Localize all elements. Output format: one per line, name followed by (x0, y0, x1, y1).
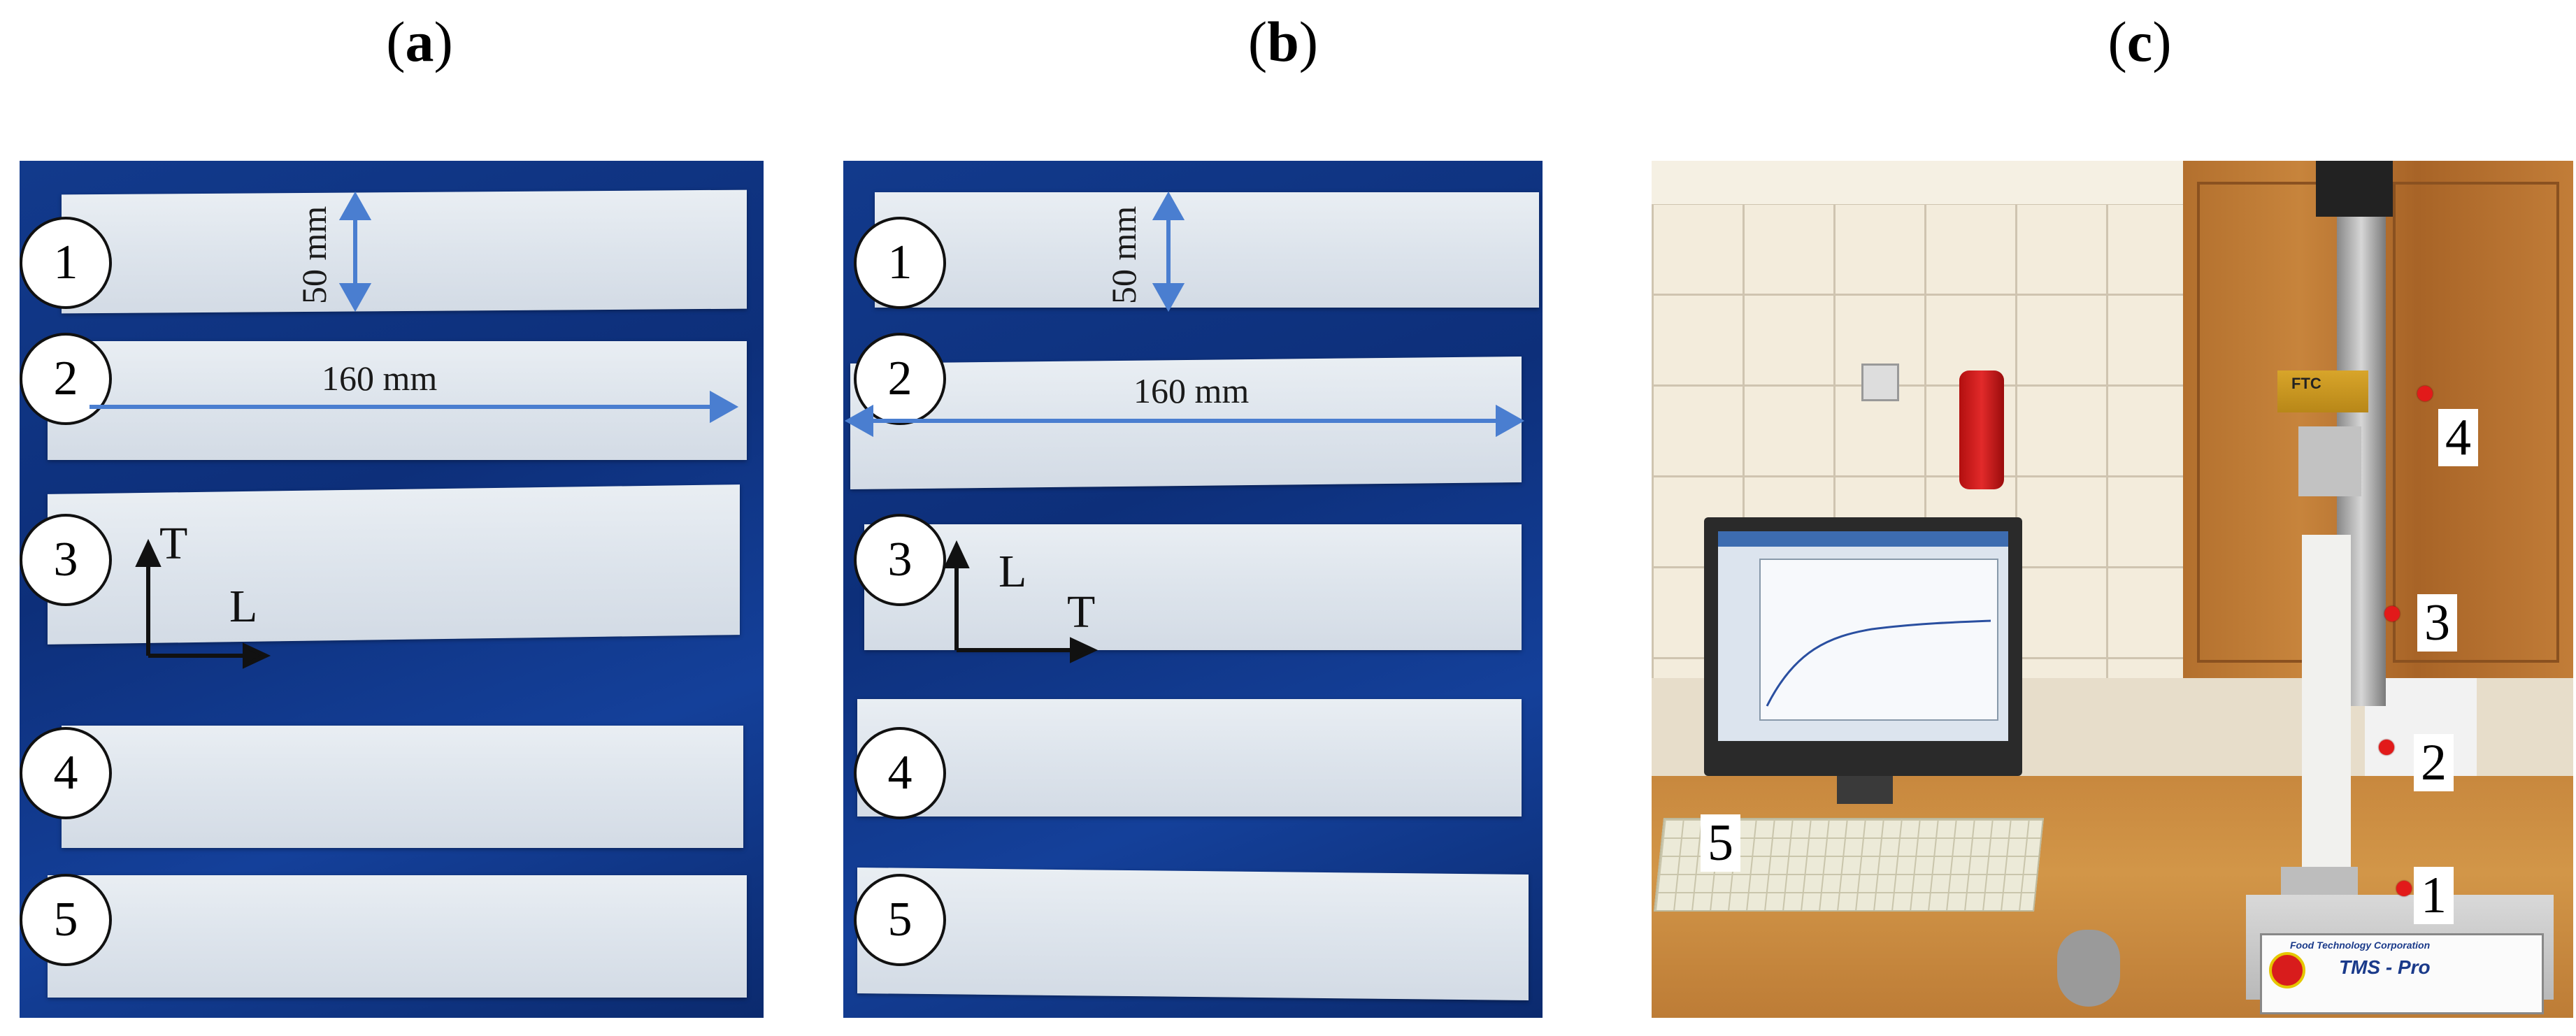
strip-1 (875, 192, 1539, 308)
cabinet-doors (2393, 182, 2559, 663)
marker-dot-3 (2384, 606, 2400, 621)
width-dimension-label: 50 mm (294, 206, 334, 304)
callout-3: 3 (2417, 594, 2457, 652)
strip-number-4: 4 (20, 727, 112, 819)
strip-number-3: 3 (854, 514, 946, 606)
mouse (2057, 930, 2120, 1007)
length-dimension-label: 160 mm (322, 359, 438, 398)
axis-label-vertical: T (159, 518, 188, 569)
marker-dot-2 (2379, 740, 2394, 755)
panel-label-b: (b) (1247, 10, 1319, 73)
load-cell-label: FTC (2291, 375, 2321, 392)
upper-wall (1652, 161, 2183, 204)
load-cell (2277, 370, 2368, 412)
strip-number-5: 5 (20, 874, 112, 966)
strip-2 (48, 341, 747, 460)
emergency-stop-icon (2269, 952, 2305, 988)
strip-number-1: 1 (854, 217, 946, 309)
paper-sample (2302, 535, 2351, 867)
axis-label-horizontal: L (229, 581, 258, 632)
marker-dot-4 (2417, 386, 2433, 401)
strip-number-3: 3 (20, 514, 112, 606)
panel-label-c: (c) (2108, 10, 2172, 73)
marker-dot-1 (2396, 881, 2412, 896)
photo-b-paper-strips-transverse: 1 2 3 4 5 50 mm 160 mm L T (843, 161, 1543, 1018)
analyser-head (2316, 161, 2393, 217)
strip-4 (857, 699, 1522, 816)
strip-number-5: 5 (854, 874, 946, 966)
callout-2: 2 (2414, 734, 2454, 791)
red-plug (1959, 370, 2004, 489)
monitor-screen-graph (1718, 531, 2008, 721)
length-dimension-label: 160 mm (1133, 371, 1250, 410)
dimension-arrows (90, 191, 739, 669)
photo-c-texture-analyser-setup: FTC Food Technology Corporation TMS - Pr… (1652, 161, 2573, 1018)
strip-3 (864, 524, 1522, 650)
strip-5 (48, 875, 747, 998)
strip-number-2: 2 (20, 333, 112, 425)
photo-a-paper-strips-longitudinal: 1 2 3 4 5 50 mm 160 mm T L (20, 161, 764, 1018)
monitor-stand (1837, 776, 1893, 804)
upper-grip (2298, 426, 2361, 496)
wall-socket (1861, 364, 1899, 401)
strip-number-1: 1 (20, 217, 112, 309)
dimension-arrows (844, 191, 1525, 663)
device-brand-text: Food Technology Corporation (2290, 940, 2431, 951)
width-dimension-label: 50 mm (1104, 206, 1143, 304)
callout-5: 5 (1701, 814, 1740, 872)
callout-1: 1 (2414, 867, 2454, 924)
analyser-front-panel: Food Technology Corporation TMS - Pro (2260, 933, 2544, 1014)
strip-4 (62, 726, 743, 848)
axis-label-vertical: L (999, 546, 1027, 597)
panel-label-a: (a) (386, 10, 453, 73)
axis-label-horizontal: T (1067, 587, 1096, 638)
strip-number-4: 4 (854, 727, 946, 819)
callout-4: 4 (2438, 409, 2478, 466)
device-model-text: TMS - Pro (2339, 956, 2431, 978)
